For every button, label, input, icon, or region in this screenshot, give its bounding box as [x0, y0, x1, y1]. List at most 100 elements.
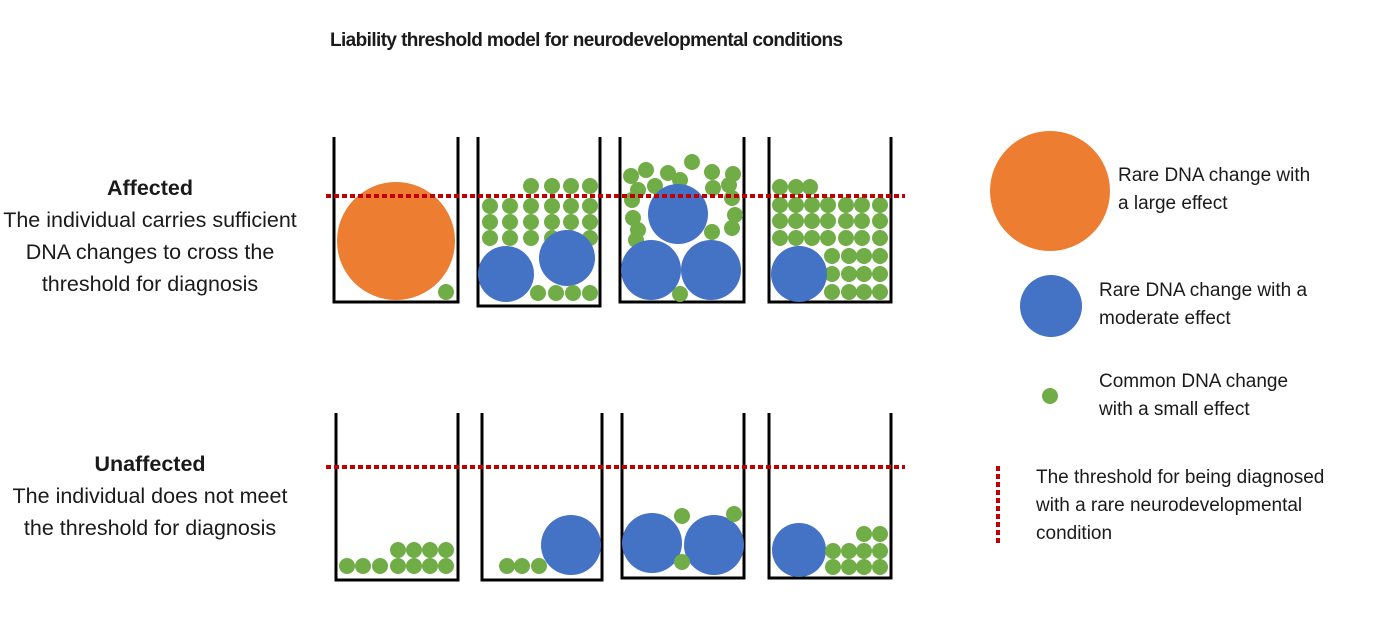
small-effect-dna-change-47: [724, 220, 740, 236]
moderate-effect-dna-change-105: [541, 515, 601, 575]
small-effect-dna-change-83: [841, 266, 857, 282]
small-effect-dna-change-99: [406, 542, 422, 558]
small-effect-dna-change-35: [704, 164, 720, 180]
legend-moderate-effect-swatch: [1020, 275, 1082, 337]
small-effect-dna-change-28: [548, 285, 564, 301]
small-effect-dna-change-14: [502, 214, 518, 230]
small-effect-dna-change-69: [854, 213, 870, 229]
legend-large-effect-swatch: [990, 131, 1110, 251]
legend-small-effect-swatch: [1042, 388, 1058, 404]
small-effect-dna-change-37: [647, 178, 663, 194]
thresholds: [326, 194, 905, 469]
small-effect-dna-change-13: [482, 214, 498, 230]
small-effect-dna-change-116: [825, 559, 841, 575]
small-effect-dna-change-119: [872, 559, 888, 575]
small-effect-dna-change-98: [390, 542, 406, 558]
small-effect-dna-change-97: [438, 558, 454, 574]
small-effect-dna-change-101: [438, 542, 454, 558]
small-effect-dna-change-100: [422, 542, 438, 558]
small-effect-dna-change-3: [523, 178, 539, 194]
small-effect-dna-change-120: [856, 526, 872, 542]
small-effect-dna-change-57: [772, 197, 788, 213]
small-effect-dna-change-12: [582, 198, 598, 214]
moderate-effect-dna-change-51: [648, 184, 708, 244]
small-effect-dna-change-86: [824, 284, 840, 300]
moderate-effect-dna-change-52: [621, 240, 681, 300]
container-5: [334, 413, 460, 582]
small-effect-dna-change-8: [502, 198, 518, 214]
small-effect-dna-change-20: [502, 230, 518, 246]
small-effect-dna-change-109: [726, 506, 742, 522]
small-effect-dna-change-63: [872, 197, 888, 213]
small-effect-dna-change-81: [872, 248, 888, 264]
small-effect-dna-change-49: [704, 224, 720, 240]
small-effect-dna-change-85: [872, 266, 888, 282]
small-effect-dna-change-58: [788, 197, 804, 213]
container-7: [620, 413, 746, 580]
moderate-effect-dna-change-106: [622, 513, 682, 573]
container-2: [476, 137, 602, 308]
small-effect-dna-change-65: [788, 213, 804, 229]
small-effect-dna-change-32: [623, 168, 639, 184]
small-effect-dna-change-31: [638, 162, 654, 178]
small-effect-dna-change-115: [872, 543, 888, 559]
dna-changes: [337, 154, 888, 577]
unaffected-group-text: Unaffected The individual does not meet …: [0, 448, 300, 544]
small-effect-dna-change-91: [339, 558, 355, 574]
small-effect-dna-change-30: [582, 285, 598, 301]
legend-small-effect-label: Common DNA change with a small effect: [1099, 371, 1289, 420]
legend-large-effect-label: Rare DNA change with a large effect: [1118, 165, 1311, 214]
small-effect-dna-change-88: [856, 284, 872, 300]
small-effect-dna-change-4: [544, 178, 560, 194]
moderate-effect-dna-change-107: [684, 515, 744, 575]
small-effect-dna-change-79: [841, 248, 857, 264]
small-effect-dna-change-43: [624, 192, 640, 208]
small-effect-dna-change-71: [772, 230, 788, 246]
legend-moderate-effect-label: Rare DNA change with a moderate effect: [1099, 280, 1308, 329]
small-effect-dna-change-118: [856, 559, 872, 575]
small-effect-dna-change-89: [872, 284, 888, 300]
legend-threshold-label: The threshold for being diagnosed with a…: [1036, 467, 1325, 544]
large-effect-dna-change-1: [337, 182, 455, 300]
small-effect-dna-change-96: [422, 558, 438, 574]
small-effect-dna-change-10: [544, 198, 560, 214]
small-effect-dna-change-108: [674, 508, 690, 524]
small-effect-dna-change-34: [684, 154, 700, 170]
small-effect-dna-change-117: [841, 559, 857, 575]
small-effect-dna-change-72: [788, 230, 804, 246]
container-8: [767, 413, 893, 580]
small-effect-dna-change-76: [854, 230, 870, 246]
container-6: [480, 413, 604, 582]
small-effect-dna-change-2: [438, 284, 454, 300]
small-effect-dna-change-29: [565, 285, 581, 301]
moderate-effect-dna-change-111: [772, 523, 826, 577]
container-4: [767, 137, 893, 304]
affected-heading: Affected: [106, 176, 193, 200]
small-effect-dna-change-102: [499, 558, 515, 574]
small-effect-dna-change-67: [820, 213, 836, 229]
small-effect-dna-change-82: [824, 266, 840, 282]
containers: [332, 137, 893, 582]
small-effect-dna-change-92: [355, 558, 371, 574]
small-effect-dna-change-11: [563, 198, 579, 214]
small-effect-dna-change-74: [820, 230, 836, 246]
affected-group-text: Affected The individual carries sufficie…: [0, 172, 300, 300]
small-effect-dna-change-93: [372, 558, 388, 574]
small-effect-dna-change-112: [825, 543, 841, 559]
small-effect-dna-change-70: [872, 213, 888, 229]
small-effect-dna-change-39: [721, 177, 737, 193]
small-effect-dna-change-121: [872, 526, 888, 542]
unaffected-description: The individual does not meet the thresho…: [12, 484, 288, 540]
small-effect-dna-change-64: [772, 213, 788, 229]
small-effect-dna-change-9: [523, 198, 539, 214]
small-effect-dna-change-59: [804, 197, 820, 213]
small-effect-dna-change-55: [788, 179, 804, 195]
small-effect-dna-change-113: [841, 543, 857, 559]
moderate-effect-dna-change-53: [681, 240, 741, 300]
small-effect-dna-change-44: [625, 210, 641, 226]
small-effect-dna-change-87: [841, 284, 857, 300]
small-effect-dna-change-7: [482, 198, 498, 214]
small-effect-dna-change-48: [727, 207, 743, 223]
small-effect-dna-change-15: [523, 214, 539, 230]
